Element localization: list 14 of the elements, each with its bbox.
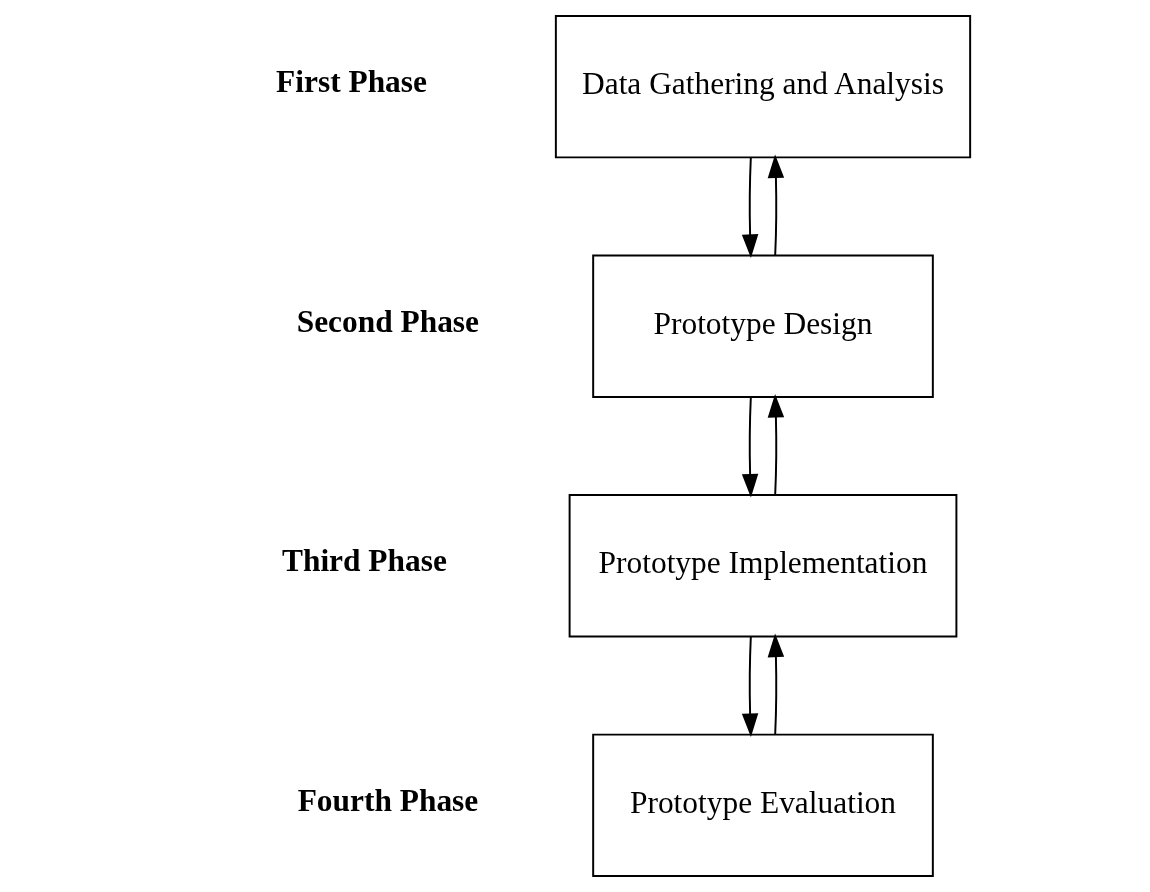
node-box: Prototype Evaluation	[591, 733, 934, 877]
arrow	[741, 396, 758, 498]
node-label: First Phase	[275, 64, 427, 100]
arrow	[767, 633, 784, 736]
arrow	[767, 394, 784, 496]
node-box: Prototype Design	[591, 254, 934, 398]
node-box: Prototype Implementation	[568, 494, 957, 638]
node-label: Fourth Phase	[297, 782, 478, 818]
arrow	[767, 154, 784, 256]
arrow	[741, 635, 758, 738]
arrow	[741, 156, 758, 258]
node-label: Second Phase	[296, 303, 479, 339]
node-label: Third Phase	[281, 543, 447, 579]
node-box: Data Gathering and Analysis	[554, 15, 971, 159]
